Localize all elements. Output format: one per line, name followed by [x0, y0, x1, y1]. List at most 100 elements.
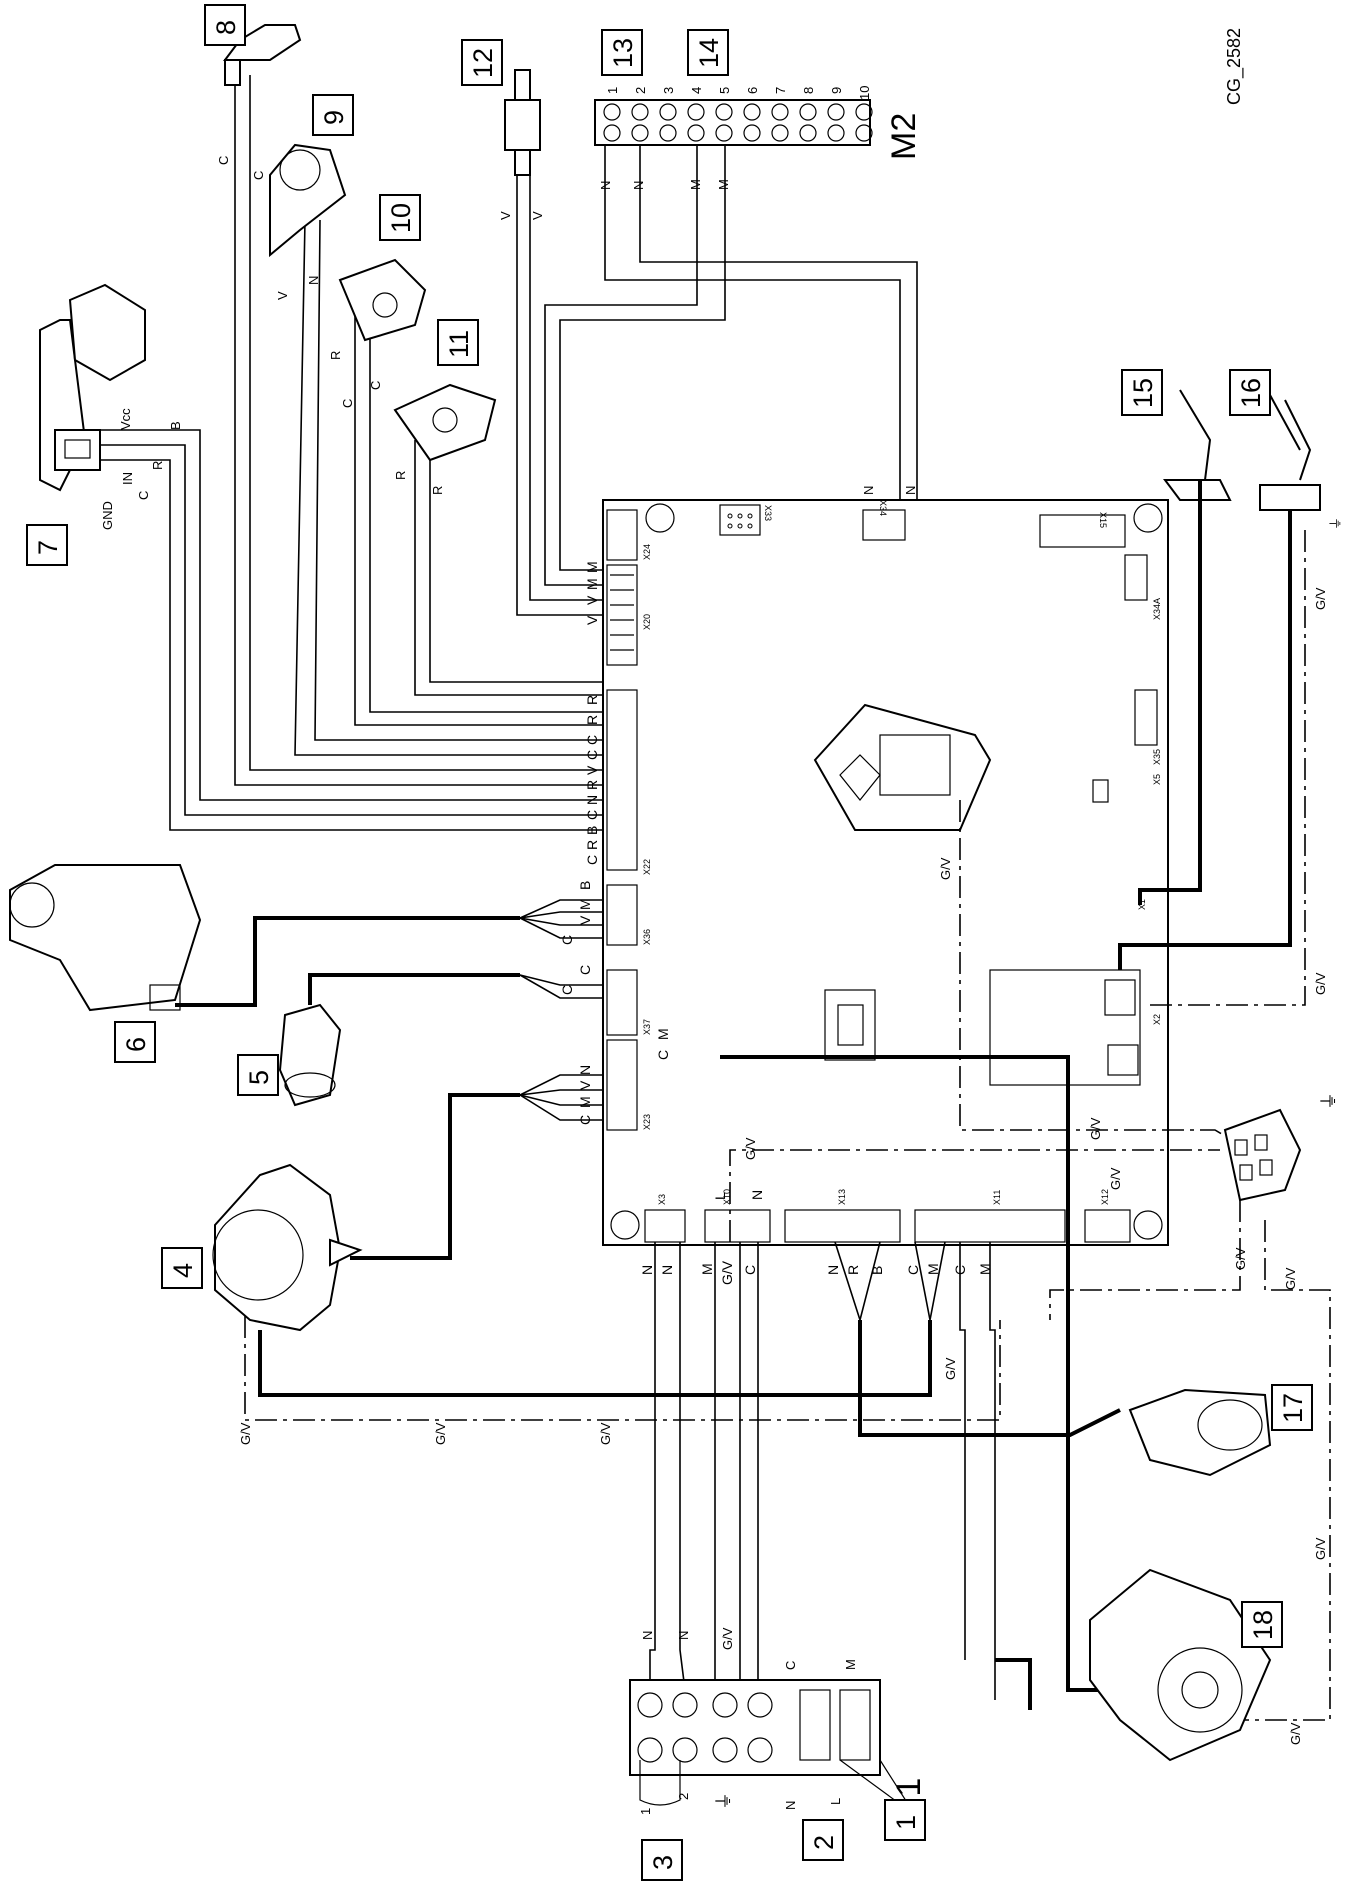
svg-text:G/V: G/V: [1233, 1247, 1248, 1270]
svg-text:G/V: G/V: [743, 1137, 758, 1160]
connector-code: X24: [642, 544, 652, 560]
svg-text:N: N: [631, 181, 646, 190]
m1-terminal: 1: [638, 1808, 653, 1815]
component-number: 6: [121, 1037, 151, 1052]
svg-text:N: N: [861, 486, 876, 495]
x36-pin-label: B: [577, 881, 593, 890]
m2-label: M2: [885, 113, 923, 160]
svg-text:N: N: [306, 276, 321, 285]
x23-pin-label: V: [577, 1080, 593, 1090]
control-board: [602, 499, 1169, 1246]
x23-pin-label: M: [577, 1096, 593, 1108]
bottom-pin-label: C: [905, 1265, 921, 1275]
connector-code: X15: [1098, 512, 1108, 528]
bottom-pin-label: M: [925, 1263, 941, 1275]
connector-code: X2: [1152, 1014, 1162, 1025]
sensor7-wire-label: C: [136, 491, 151, 500]
component-number: 17: [1278, 1393, 1308, 1423]
x23-pin-label: N: [577, 1065, 593, 1075]
m1-terminal: L: [828, 1798, 843, 1805]
component-number: 15: [1128, 378, 1158, 408]
m1-terminal: N: [783, 1801, 798, 1810]
connector-code: X12: [1100, 1189, 1110, 1205]
component-number: 12: [468, 48, 498, 78]
sensor-10: R C: [328, 258, 427, 408]
m2-pin: 1: [605, 87, 620, 94]
component-number: 18: [1248, 1610, 1278, 1640]
svg-text:G/V: G/V: [1088, 1117, 1103, 1140]
component-number: 1: [891, 1815, 921, 1830]
x36-pin-label: M: [577, 898, 593, 910]
svg-text:N: N: [598, 181, 613, 190]
connector-code: X37: [642, 1019, 652, 1035]
x22-pin-label: C: [584, 855, 600, 865]
connector-code: X34: [878, 500, 888, 516]
sensor7-pin-label: Vcc: [118, 408, 133, 430]
component-number: 11: [444, 330, 474, 358]
wiring: [100, 75, 1331, 1750]
svg-text:R: R: [328, 351, 343, 360]
bottom-pin-label: B: [869, 1266, 885, 1275]
x36-pin-label: C: [559, 935, 575, 945]
svg-text:M: M: [688, 179, 703, 190]
x20-pin-label: M: [584, 561, 600, 573]
bottom-pin-label: R: [845, 1265, 861, 1275]
x22-pin-label: R: [584, 715, 600, 725]
m2-pin: 7: [773, 87, 788, 94]
connector-code: X13: [837, 1189, 847, 1205]
svg-text:G/V: G/V: [238, 1422, 253, 1445]
drawing-code: CG_2582: [1224, 28, 1245, 105]
connector-code: X20: [642, 614, 652, 630]
x22-pin-label: R: [584, 840, 600, 850]
component-number: 16: [1236, 378, 1266, 408]
svg-text:G/V: G/V: [943, 1357, 958, 1380]
svg-text:G/V: G/V: [1288, 1722, 1303, 1745]
svg-text:G/V: G/V: [598, 1422, 613, 1445]
m2-pin: 10: [857, 86, 872, 100]
svg-text:G/V: G/V: [1283, 1267, 1298, 1290]
m2-pin: 8: [801, 87, 816, 94]
svg-text:C: C: [340, 399, 355, 408]
bottom-pin-label: M: [699, 1263, 715, 1275]
m2-pin: 4: [689, 87, 704, 94]
svg-text:⏚: ⏚: [1328, 517, 1343, 530]
svg-text:R: R: [430, 486, 445, 495]
m1-wire-label: M: [843, 1659, 858, 1670]
m2-pin: 2: [633, 87, 648, 94]
m1-wire-label: G/V: [720, 1627, 735, 1650]
x10-line-label: L: [712, 1192, 728, 1200]
component-number: 7: [33, 540, 63, 555]
x20-pin-label: M: [584, 578, 600, 590]
svg-text:C: C: [251, 171, 266, 180]
m1-wire-label: N: [640, 1631, 655, 1640]
bottom-pin-label: N: [825, 1265, 841, 1275]
safety-thermostat-5: [278, 1003, 342, 1107]
connector-code: X11: [992, 1190, 1002, 1205]
m2-pin: 6: [745, 87, 760, 94]
component-number: 8: [211, 20, 241, 35]
sensor7-wire-label: B: [168, 421, 183, 430]
svg-text:V: V: [275, 291, 290, 300]
sensor7-pin-label: IN: [120, 472, 135, 485]
connector-code: X35: [1152, 749, 1162, 765]
electrode-16: ⏚: [1259, 394, 1343, 545]
terminal-block-m1: 1 2 N L ⏚ M1 N N G/V C M: [629, 1627, 928, 1825]
m1-wire-label: N: [676, 1631, 691, 1640]
component-number-boxes: 1 2 3 4 5 6 7 8 9 10 11 12 13 14 15 16 1…: [26, 4, 1313, 1881]
svg-text:G/V: G/V: [433, 1422, 448, 1445]
component-number: 14: [694, 38, 724, 68]
electrode-15: [1163, 389, 1232, 520]
svg-text:⏚: ⏚: [714, 1792, 734, 1810]
component-number: 2: [809, 1835, 839, 1850]
connector-code: X33: [763, 505, 773, 521]
bottom-pin-label: M: [977, 1263, 993, 1275]
svg-text:V: V: [530, 211, 545, 220]
x10-line-label: N: [749, 1190, 765, 1200]
fan-4: [212, 1163, 363, 1332]
connector-code: X34A: [1152, 598, 1162, 620]
svg-text:N: N: [903, 486, 918, 495]
connector-code: X36: [642, 929, 652, 945]
x37-pin-label: C: [577, 965, 593, 975]
svg-text:G/V: G/V: [1313, 972, 1328, 995]
connector-code: X10: [722, 1189, 732, 1205]
